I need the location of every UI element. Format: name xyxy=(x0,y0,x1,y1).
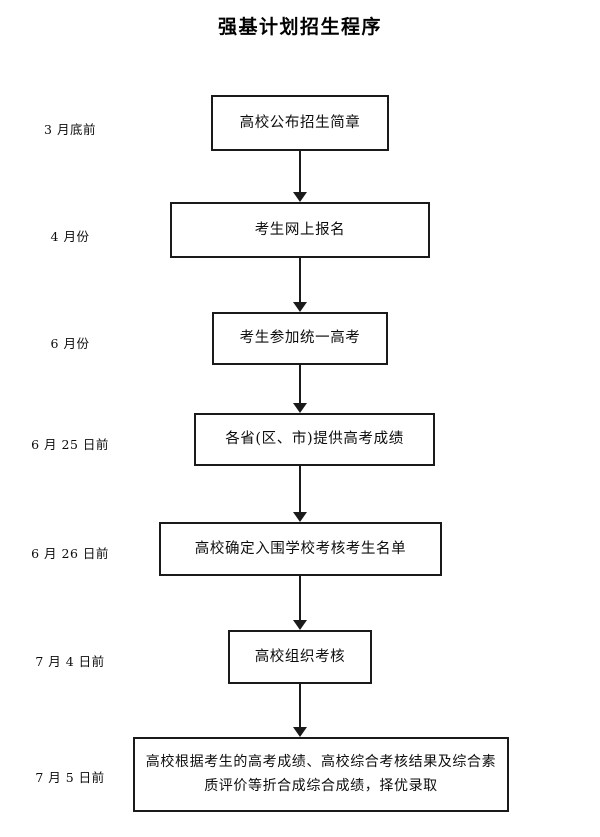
flow-node-step-7[interactable]: 高校根据考生的高考成绩、高校综合考核结果及综合素质评价等折合成综合成绩，择优录取 xyxy=(133,737,509,812)
flow-node-step-4[interactable]: 各省(区、市)提供高考成绩 xyxy=(194,413,435,466)
arrow-shaft xyxy=(299,365,301,403)
arrow-step-5-to-step-6 xyxy=(293,576,307,630)
stage-label-step-2: 4 月份 xyxy=(50,229,90,244)
arrow-step-4-to-step-5 xyxy=(293,466,307,522)
arrow-head-icon xyxy=(293,727,307,737)
page-title: 强基计划招生程序 xyxy=(217,16,382,38)
arrow-shaft xyxy=(299,151,301,192)
arrow-step-6-to-step-7 xyxy=(293,684,307,737)
stage-label-step-4: 6 月 25 日前 xyxy=(31,437,109,452)
stage-label-step-6: 7 月 4 日前 xyxy=(35,654,105,669)
flow-node-step-6[interactable]: 高校组织考核 xyxy=(228,630,372,684)
arrow-head-icon xyxy=(293,302,307,312)
arrow-head-icon xyxy=(293,403,307,413)
flow-node-step-2[interactable]: 考生网上报名 xyxy=(170,202,430,258)
stage-label-step-1: 3 月底前 xyxy=(44,122,96,137)
stage-label-step-7: 7 月 5 日前 xyxy=(35,770,105,785)
arrow-head-icon xyxy=(293,512,307,522)
arrow-shaft xyxy=(299,684,301,727)
stage-label-step-3: 6 月份 xyxy=(50,336,90,351)
arrow-step-2-to-step-3 xyxy=(293,258,307,312)
flow-node-step-5[interactable]: 高校确定入围学校考核考生名单 xyxy=(159,522,442,576)
flow-node-label: 高校组织考核 xyxy=(254,648,346,665)
flow-node-label: 高校确定入围学校考核考生名单 xyxy=(194,540,407,557)
arrow-shaft xyxy=(299,466,301,512)
flow-node-label: 考生参加统一高考 xyxy=(239,330,361,347)
arrow-head-icon xyxy=(293,192,307,202)
flow-node-label: 高校根据考生的高考成绩、高校综合考核结果及综合素质评价等折合成综合成绩，择优录取 xyxy=(145,753,497,794)
arrow-shaft xyxy=(299,576,301,620)
flow-node-step-3[interactable]: 考生参加统一高考 xyxy=(212,312,388,365)
flow-node-label: 高校公布招生简章 xyxy=(239,114,361,131)
arrow-shaft xyxy=(299,258,301,302)
arrow-head-icon xyxy=(293,620,307,630)
stage-label-step-5: 6 月 26 日前 xyxy=(31,546,109,561)
flow-node-label: 各省(区、市)提供高考成绩 xyxy=(225,431,404,448)
arrow-step-3-to-step-4 xyxy=(293,365,307,413)
arrow-step-1-to-step-2 xyxy=(293,151,307,202)
flow-node-label: 考生网上报名 xyxy=(254,221,346,238)
flow-node-step-1[interactable]: 高校公布招生简章 xyxy=(211,95,389,151)
